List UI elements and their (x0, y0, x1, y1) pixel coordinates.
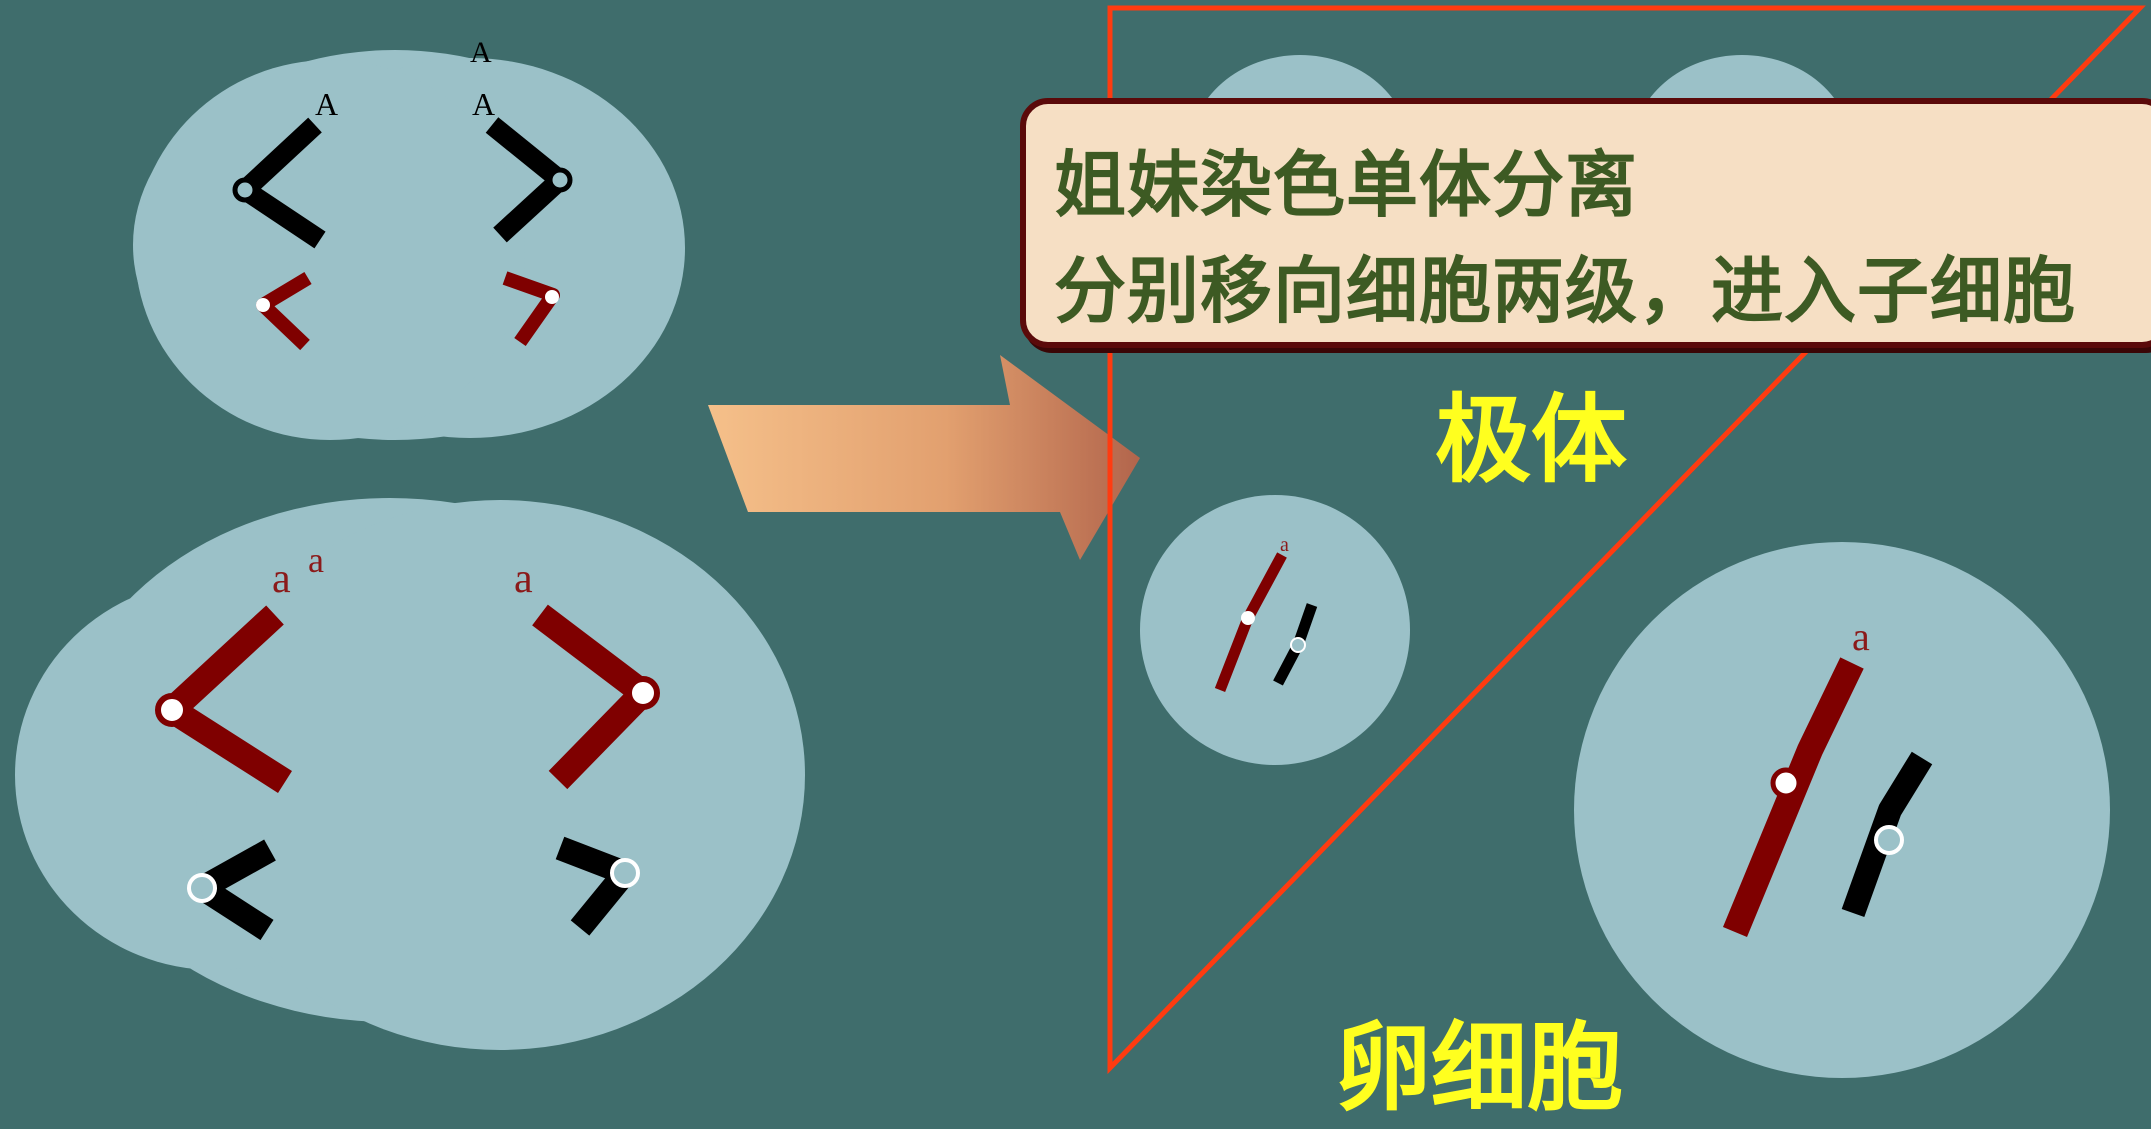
lower-letter-left: a (272, 556, 291, 602)
polar-body-small-cell (1140, 495, 1410, 765)
polar-body-label: 极体 (1435, 384, 1627, 496)
explanation-callout: 姐妹染色单体分离 分别移向细胞两级，进入子细胞 (1020, 98, 2151, 348)
upper-right-chromosome-black (485, 117, 573, 243)
upper-right-chromosome-red (502, 271, 560, 347)
upper-cell (133, 50, 685, 440)
highlight-triangle (1107, 5, 2146, 1075)
lower-right-chromosome-black (555, 836, 640, 936)
callout-line-1: 姐妹染色单体分离 (1054, 143, 1639, 227)
upper-left-chromosome-red (256, 271, 312, 351)
lower-left-chromosome-red (155, 605, 292, 793)
upper-letter-ghost: A (470, 36, 492, 69)
egg-cell (1574, 542, 2110, 1078)
lower-letter-right: a (514, 556, 533, 602)
lower-letter-ghost: a (308, 540, 324, 580)
process-arrow (708, 355, 1140, 560)
callout-line-2: 分别移向细胞两级，进入子细胞 (1054, 249, 2077, 333)
upper-letter-right: A (472, 86, 495, 122)
diagram-canvas: A A A a a a a (15, 5, 2151, 1124)
egg-cell-label: 卵细胞 (1335, 1012, 1623, 1124)
lower-left-chromosome-black (187, 839, 276, 941)
polar-body-letter: a (1280, 534, 1289, 556)
upper-left-chromosome-black (232, 117, 326, 249)
diagram-svg: A A A a a a a (15, 5, 2146, 1078)
egg-cell-letter: a (1852, 614, 1870, 659)
lower-cell (15, 498, 805, 1050)
lower-right-chromosome-red (532, 604, 660, 790)
upper-letter-left: A (315, 86, 338, 122)
